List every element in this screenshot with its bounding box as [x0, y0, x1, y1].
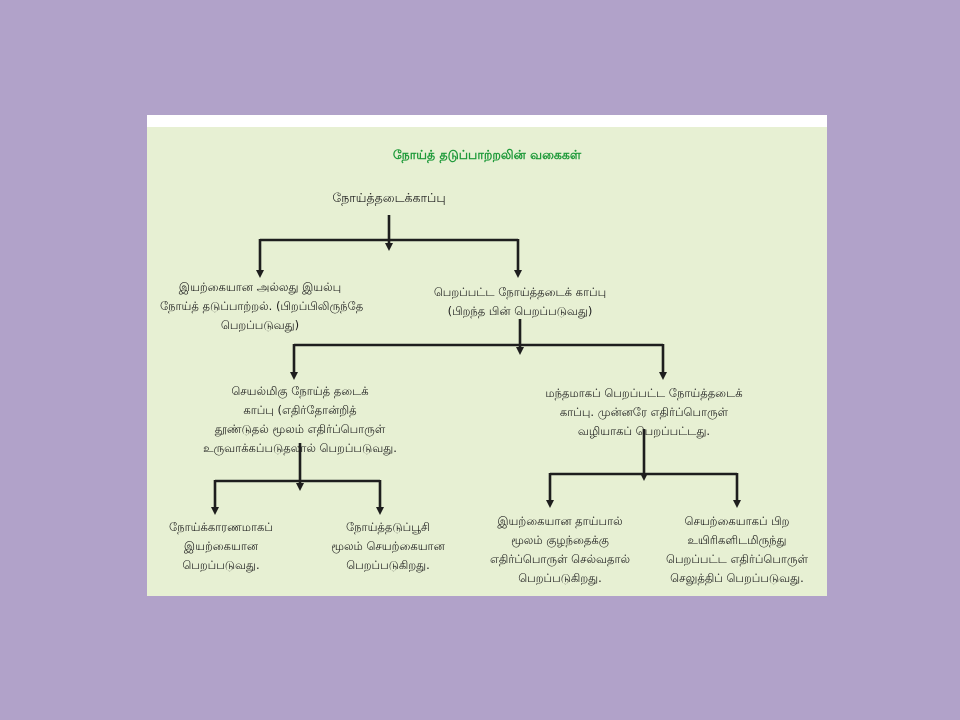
node-line: நோய்த் தடுப்பாற்றல். (பிறப்பிலிருந்தே [160, 299, 364, 313]
node-line: செலுத்திப் பெறப்படுவது. [670, 571, 804, 585]
node-line: மூலம் செயற்கையான [331, 539, 445, 553]
node-line: செயல்மிகு நோய்த் தடைக் [231, 384, 369, 398]
node-line: எதிர்ப்பொருள் செல்வதால் [489, 552, 631, 566]
node-line: பெறப்படுகிறது. [518, 571, 602, 585]
node-line: இயற்கையான அல்லது இயல்பு [178, 280, 342, 294]
diagram-title: நோய்த் தடுப்பாற்றலின் வகைகள் [392, 147, 582, 162]
node-line: மந்தமாகப் பெறப்பட்ட நோய்த்தடைக் [545, 386, 743, 400]
node-line: பெறப்படுவது) [220, 318, 300, 332]
node-line: காப்பு (எதிர்தோன்றித் [243, 403, 357, 417]
node-line: உயிரிகளிடமிருந்து [687, 533, 787, 547]
node-line: இயற்கையான தாய்பால் [497, 514, 623, 528]
node-line: செயற்கையாகப் பிற [684, 514, 790, 528]
node-natural-immunity: இயற்கையான அல்லது இயல்பு நோய்த் தடுப்பாற்ற… [160, 278, 364, 335]
node-line: பெறப்படுவது. [182, 558, 260, 572]
connector-lines [211, 215, 741, 515]
node-line: பெறப்படுகிறது. [346, 558, 430, 572]
node-line: காப்பு. முன்னரே எதிர்ப்பொருள் [559, 405, 729, 419]
node-line: நோய்த்தடுப்பூசி [346, 520, 430, 534]
node-active-immunity: செயல்மிகு நோய்த் தடைக் காப்பு (எதிர்தோன்ற… [180, 382, 420, 458]
node-immunity-root: நோய்த்தடைக்காப்பு [289, 188, 489, 207]
node-line: நோய்த்தடைக்காப்பு [332, 190, 446, 205]
node-acquired-immunity: பெறப்பட்ட நோய்த்தடைக் காப்பு (பிறந்த பின்… [420, 283, 620, 321]
node-passive-natural: இயற்கையான தாய்பால் மூலம் குழந்தைக்கு எதிர்… [480, 512, 640, 588]
node-line: உருவாக்கப்படுதலால் பெறப்படுவது. [203, 441, 397, 455]
node-line: இயற்கையான [183, 539, 259, 553]
node-active-natural: நோய்க்காரணமாகப் இயற்கையான பெறப்படுவது. [151, 518, 291, 575]
node-line: (பிறந்த பின் பெறப்படுவது) [447, 304, 593, 318]
node-passive-immunity: மந்தமாகப் பெறப்பட்ட நோய்த்தடைக் காப்பு. ம… [524, 384, 764, 441]
node-passive-artificial: செயற்கையாகப் பிற உயிரிகளிடமிருந்து பெறப்பட… [657, 512, 817, 588]
node-line: மூலம் குழந்தைக்கு [511, 533, 609, 547]
node-line: பெறப்பட்ட எதிர்ப்பொருள் [666, 552, 808, 566]
node-line: பெறப்பட்ட நோய்த்தடைக் காப்பு [433, 285, 607, 299]
node-line: வழியாகப் பெறப்பட்டது. [577, 424, 711, 438]
diagram-card: நோய்த் தடுப்பாற்றலின் வகைகள் நோய்த்தடைக்… [147, 115, 827, 596]
node-line: தூண்டுதல் மூலம் எதிர்ப்பொருள் [214, 422, 386, 436]
node-line: நோய்க்காரணமாகப் [169, 520, 273, 534]
node-active-artificial: நோய்த்தடுப்பூசி மூலம் செயற்கையான பெறப்படுக… [313, 518, 463, 575]
